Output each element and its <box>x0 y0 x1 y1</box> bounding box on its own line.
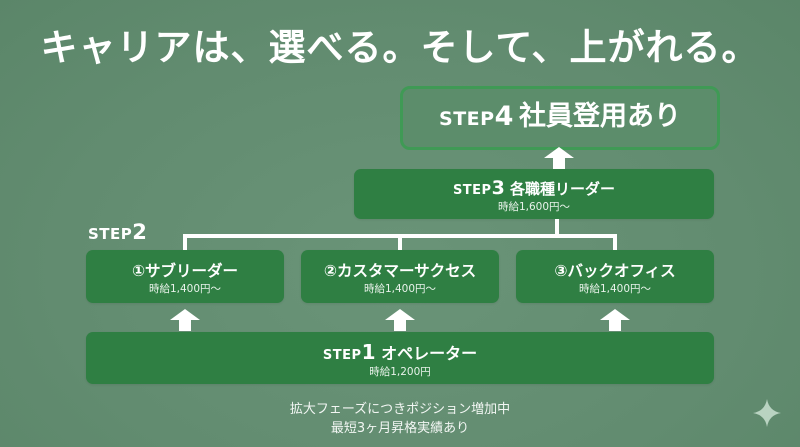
connector-line <box>613 234 617 250</box>
step2-step-word: STEP <box>88 225 133 243</box>
step1-number: 1 <box>361 340 376 364</box>
arrow-up-icon <box>385 309 415 331</box>
step4-step-word: STEP <box>439 108 495 130</box>
arrow-up-icon <box>544 147 574 169</box>
role-box-sub-leader: ①サブリーダー 時給1,400円〜 <box>86 250 284 303</box>
role-label: ③バックオフィス <box>554 262 676 280</box>
page-title: キャリアは、選べる。そして、上がれる。 <box>40 26 760 69</box>
role-box-back-office: ③バックオフィス 時給1,400円〜 <box>516 250 714 303</box>
step4-number: 4 <box>494 101 514 132</box>
step1-label: オペレーター <box>381 344 478 363</box>
step1-box: STEP1 オペレーター 時給1,200円 <box>86 332 714 384</box>
step1-step-word: STEP <box>322 348 362 363</box>
step4-box: STEP4 社員登用あり <box>400 86 720 150</box>
connector-line <box>183 234 187 250</box>
role-label: ②カスタマーサクセス <box>323 262 477 280</box>
step3-heading: STEP3 各職種リーダー <box>354 177 714 199</box>
step1-heading: STEP1 オペレーター <box>86 340 714 364</box>
arrow-up-icon <box>170 309 200 331</box>
role-label: ①サブリーダー <box>131 262 239 280</box>
step3-wage: 時給1,600円〜 <box>497 201 571 213</box>
step3-number: 3 <box>491 177 505 199</box>
step4-heading: STEP4 社員登用あり <box>439 101 681 132</box>
connector-line <box>398 234 402 250</box>
step3-box: STEP3 各職種リーダー 時給1,600円〜 <box>354 169 714 219</box>
note-line: 拡大フェーズにつきポジション増加中 <box>289 402 511 417</box>
step2-label: STEP2 <box>88 220 147 244</box>
connector-line <box>555 219 559 236</box>
role-wage: 時給1,400円〜 <box>578 283 652 295</box>
step3-step-word: STEP <box>452 183 492 198</box>
arrow-up-icon <box>600 309 630 331</box>
step2-number: 2 <box>132 220 147 244</box>
step3-label: 各職種リーダー <box>510 180 616 198</box>
step1-wage: 時給1,200円 <box>369 366 431 378</box>
step4-label: 社員登用あり <box>518 101 681 132</box>
role-wage: 時給1,400円〜 <box>148 283 222 295</box>
note-line: 最短3ヶ月昇格実績あり <box>330 421 470 436</box>
sparkle-icon <box>753 399 781 427</box>
role-box-customer-success: ②カスタマーサクセス 時給1,400円〜 <box>301 250 499 303</box>
role-wage: 時給1,400円〜 <box>363 283 437 295</box>
